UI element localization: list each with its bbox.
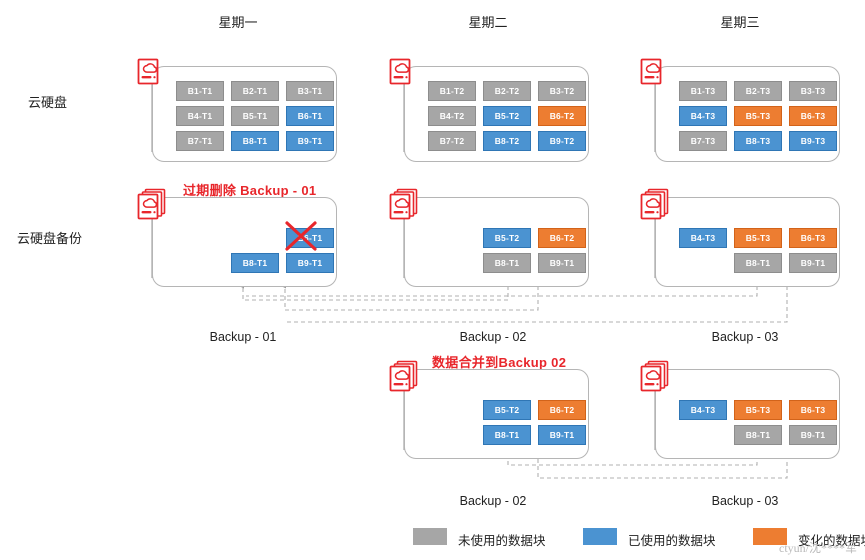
data-block[interactable]: B1-T2 bbox=[428, 81, 476, 101]
data-block[interactable]: B1-T3 bbox=[679, 81, 727, 101]
data-block[interactable]: B5-T3 bbox=[734, 400, 782, 420]
data-block-placeholder bbox=[428, 253, 476, 273]
caption-merged-backup-03: Backup - 03 bbox=[711, 494, 779, 508]
data-block[interactable]: B9-T1 bbox=[789, 425, 837, 445]
data-block[interactable]: B4-T2 bbox=[428, 106, 476, 126]
data-block[interactable]: B8-T3 bbox=[734, 131, 782, 151]
row-label-cloud-disk-backup: 云硬盘备份 bbox=[17, 231, 83, 246]
data-block[interactable]: B9-T1 bbox=[538, 253, 586, 273]
cloud-backup-icon-03 bbox=[640, 188, 670, 222]
data-block[interactable]: B8-T1 bbox=[231, 253, 279, 273]
data-block-placeholder bbox=[231, 228, 279, 248]
data-block[interactable]: B3-T2 bbox=[538, 81, 586, 101]
column-header-monday: 星期一 bbox=[218, 15, 258, 30]
cloud-backup-icon-merged-03 bbox=[640, 360, 670, 394]
data-block-placeholder bbox=[428, 425, 476, 445]
data-block-placeholder bbox=[176, 253, 224, 273]
legend-label-changed: 变化的数据块 bbox=[798, 534, 865, 548]
cloud-disk-icon-monday bbox=[137, 57, 167, 91]
data-block[interactable]: B5-T3 bbox=[734, 228, 782, 248]
annotation-merge-to-backup-02: 数据合并到Backup 02 bbox=[432, 355, 567, 370]
data-block[interactable]: B8-T2 bbox=[483, 131, 531, 151]
data-block[interactable]: B8-T1 bbox=[734, 253, 782, 273]
data-block[interactable]: B2-T1 bbox=[231, 81, 279, 101]
data-block[interactable]: B7-T3 bbox=[679, 131, 727, 151]
data-block-placeholder bbox=[679, 425, 727, 445]
data-block[interactable]: B6-T3 bbox=[789, 106, 837, 126]
data-block[interactable]: B9-T1 bbox=[789, 253, 837, 273]
data-block[interactable]: B4-T3 bbox=[679, 228, 727, 248]
data-block[interactable]: B4-T3 bbox=[679, 400, 727, 420]
data-block[interactable]: B1-T1 bbox=[176, 81, 224, 101]
data-block[interactable]: B7-T1 bbox=[176, 131, 224, 151]
data-block[interactable]: B9-T2 bbox=[538, 131, 586, 151]
data-block[interactable]: B5-T3 bbox=[734, 106, 782, 126]
row-label-cloud-disk: 云硬盘 bbox=[28, 95, 68, 110]
data-block[interactable]: B2-T3 bbox=[734, 81, 782, 101]
caption-merged-backup-02: Backup - 02 bbox=[459, 494, 527, 508]
cloud-disk-icon-wednesday bbox=[640, 57, 670, 91]
cloud-disk-icon-tuesday bbox=[389, 57, 419, 91]
data-block[interactable]: B9-T3 bbox=[789, 131, 837, 151]
caption-backup-03: Backup - 03 bbox=[711, 330, 779, 344]
cloud-backup-icon-01 bbox=[137, 188, 167, 222]
data-block[interactable]: B5-T2 bbox=[483, 228, 531, 248]
data-block[interactable]: B8-T1 bbox=[483, 425, 531, 445]
column-header-tuesday: 星期二 bbox=[468, 15, 508, 30]
data-block[interactable]: B8-T1 bbox=[231, 131, 279, 151]
legend-swatch-used bbox=[583, 528, 617, 545]
data-block[interactable]: B6-T2 bbox=[538, 228, 586, 248]
data-block[interactable]: B4-T3 bbox=[679, 106, 727, 126]
caption-backup-02: Backup - 02 bbox=[459, 330, 527, 344]
data-block[interactable]: B3-T1 bbox=[286, 81, 334, 101]
data-block-placeholder bbox=[679, 253, 727, 273]
data-block[interactable]: B6-T2 bbox=[538, 106, 586, 126]
cloud-backup-icon-02 bbox=[389, 188, 419, 222]
data-block[interactable]: B9-T1 bbox=[286, 253, 334, 273]
column-header-wednesday: 星期三 bbox=[720, 15, 760, 30]
data-block[interactable]: B9-T1 bbox=[538, 425, 586, 445]
data-block-placeholder bbox=[428, 400, 476, 420]
annotation-expired-delete: 过期删除 Backup - 01 bbox=[183, 183, 317, 198]
data-block-placeholder bbox=[428, 228, 476, 248]
data-block[interactable]: B9-T1 bbox=[286, 131, 334, 151]
legend-swatch-unused bbox=[413, 528, 447, 545]
data-block-placeholder bbox=[176, 228, 224, 248]
data-block[interactable]: B6-T1 bbox=[286, 106, 334, 126]
legend-label-used: 已使用的数据块 bbox=[628, 534, 716, 548]
data-block[interactable]: B4-T1 bbox=[176, 106, 224, 126]
data-block[interactable]: B2-T2 bbox=[483, 81, 531, 101]
data-block[interactable]: B6-T3 bbox=[789, 228, 837, 248]
data-block[interactable]: B5-T1 bbox=[231, 106, 279, 126]
data-block[interactable]: B5-T2 bbox=[483, 400, 531, 420]
data-block[interactable]: B7-T2 bbox=[428, 131, 476, 151]
data-block[interactable]: B8-T1 bbox=[734, 425, 782, 445]
watermark: ctyun/沈****军 bbox=[779, 541, 857, 555]
data-block[interactable]: B6-T1 bbox=[285, 221, 334, 251]
legend-label-unused: 未使用的数据块 bbox=[458, 534, 546, 548]
data-block[interactable]: B3-T3 bbox=[789, 81, 837, 101]
cloud-backup-icon-merged-02 bbox=[389, 360, 419, 394]
legend-swatch-changed bbox=[753, 528, 787, 545]
caption-backup-01: Backup - 01 bbox=[209, 330, 277, 344]
data-block[interactable]: B8-T1 bbox=[483, 253, 531, 273]
data-block[interactable]: B6-T3 bbox=[789, 400, 837, 420]
data-block[interactable]: B6-T2 bbox=[538, 400, 586, 420]
data-block[interactable]: B5-T2 bbox=[483, 106, 531, 126]
